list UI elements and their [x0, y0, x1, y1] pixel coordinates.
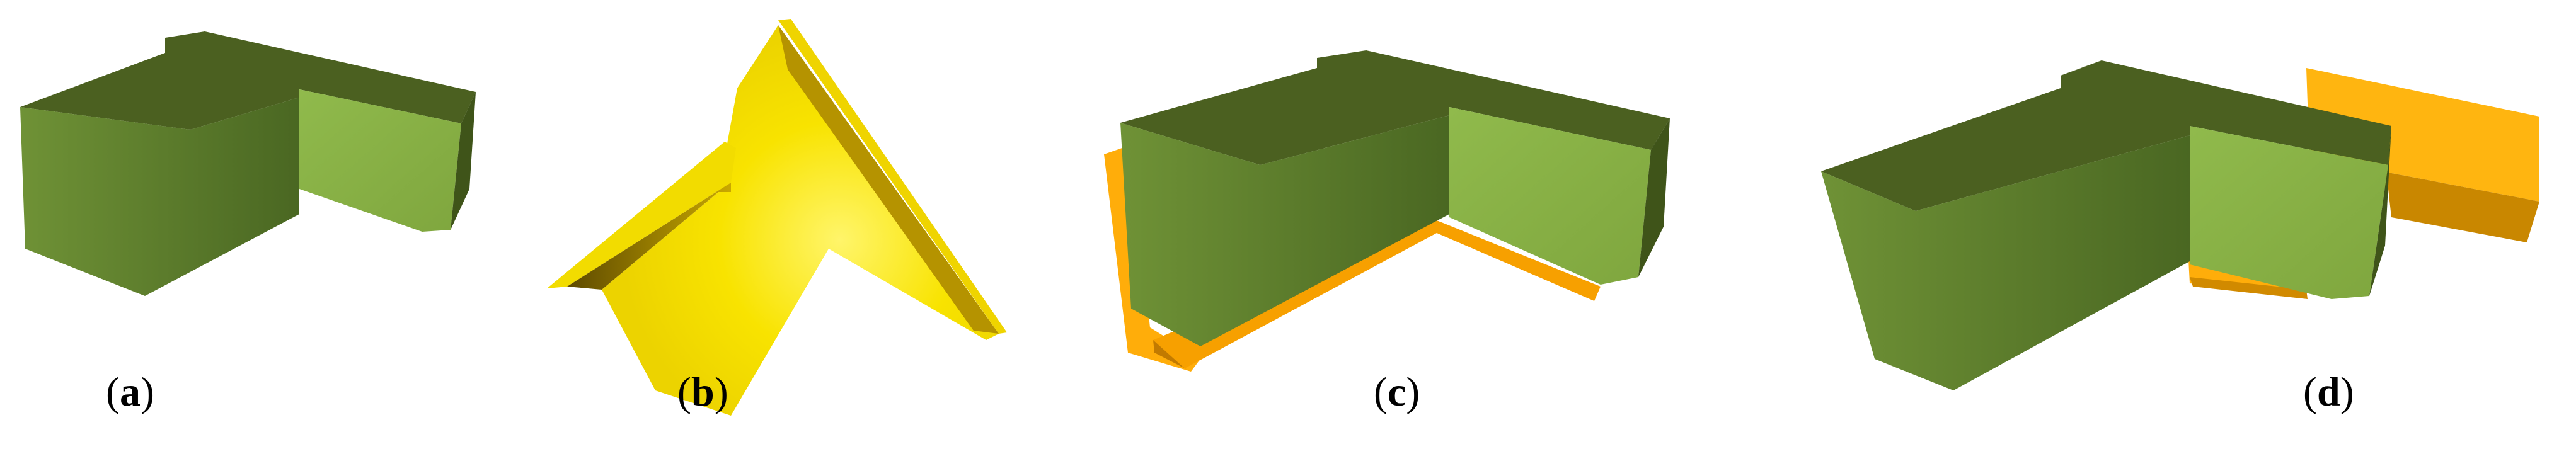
panel-label-d: (d) [2303, 369, 2354, 415]
panel-b-left-flange-shadow [567, 183, 731, 290]
panel-a-top-face [20, 31, 476, 130]
panel-d-front-face [1821, 135, 2190, 390]
panel-b-main-plane [602, 25, 999, 416]
panel-c-inner-face [1449, 107, 1651, 285]
panel-c-front-face [1120, 115, 1449, 346]
panel-d-top-face [1821, 60, 2391, 211]
panel-a-end-face [451, 92, 476, 230]
panel-b-right-flange [778, 19, 1007, 334]
panel-c-top-face [1120, 50, 1670, 165]
panel-a-inner-face [299, 89, 461, 232]
panel-c-block [1104, 50, 1670, 372]
panel-d-block [1821, 60, 2539, 390]
panel-c-orange-bottom-dark [1153, 340, 1191, 372]
panel-d-orange-back [2306, 68, 2539, 202]
panel-b-left-flange [547, 142, 736, 288]
panel-a-block [20, 31, 476, 296]
panel-label-a: (a) [106, 369, 154, 415]
panel-a-front-face [20, 98, 299, 296]
panel-b-planes [547, 19, 1007, 416]
panel-d-orange-bottom-dark [2190, 277, 2308, 299]
panel-label-c: (c) [1374, 369, 1420, 415]
panel-b-right-flange-edge [778, 25, 999, 334]
panel-c-end-face [1638, 118, 1670, 277]
panel-label-b: (b) [677, 369, 728, 415]
panel-d-inner-face [2190, 126, 2388, 299]
